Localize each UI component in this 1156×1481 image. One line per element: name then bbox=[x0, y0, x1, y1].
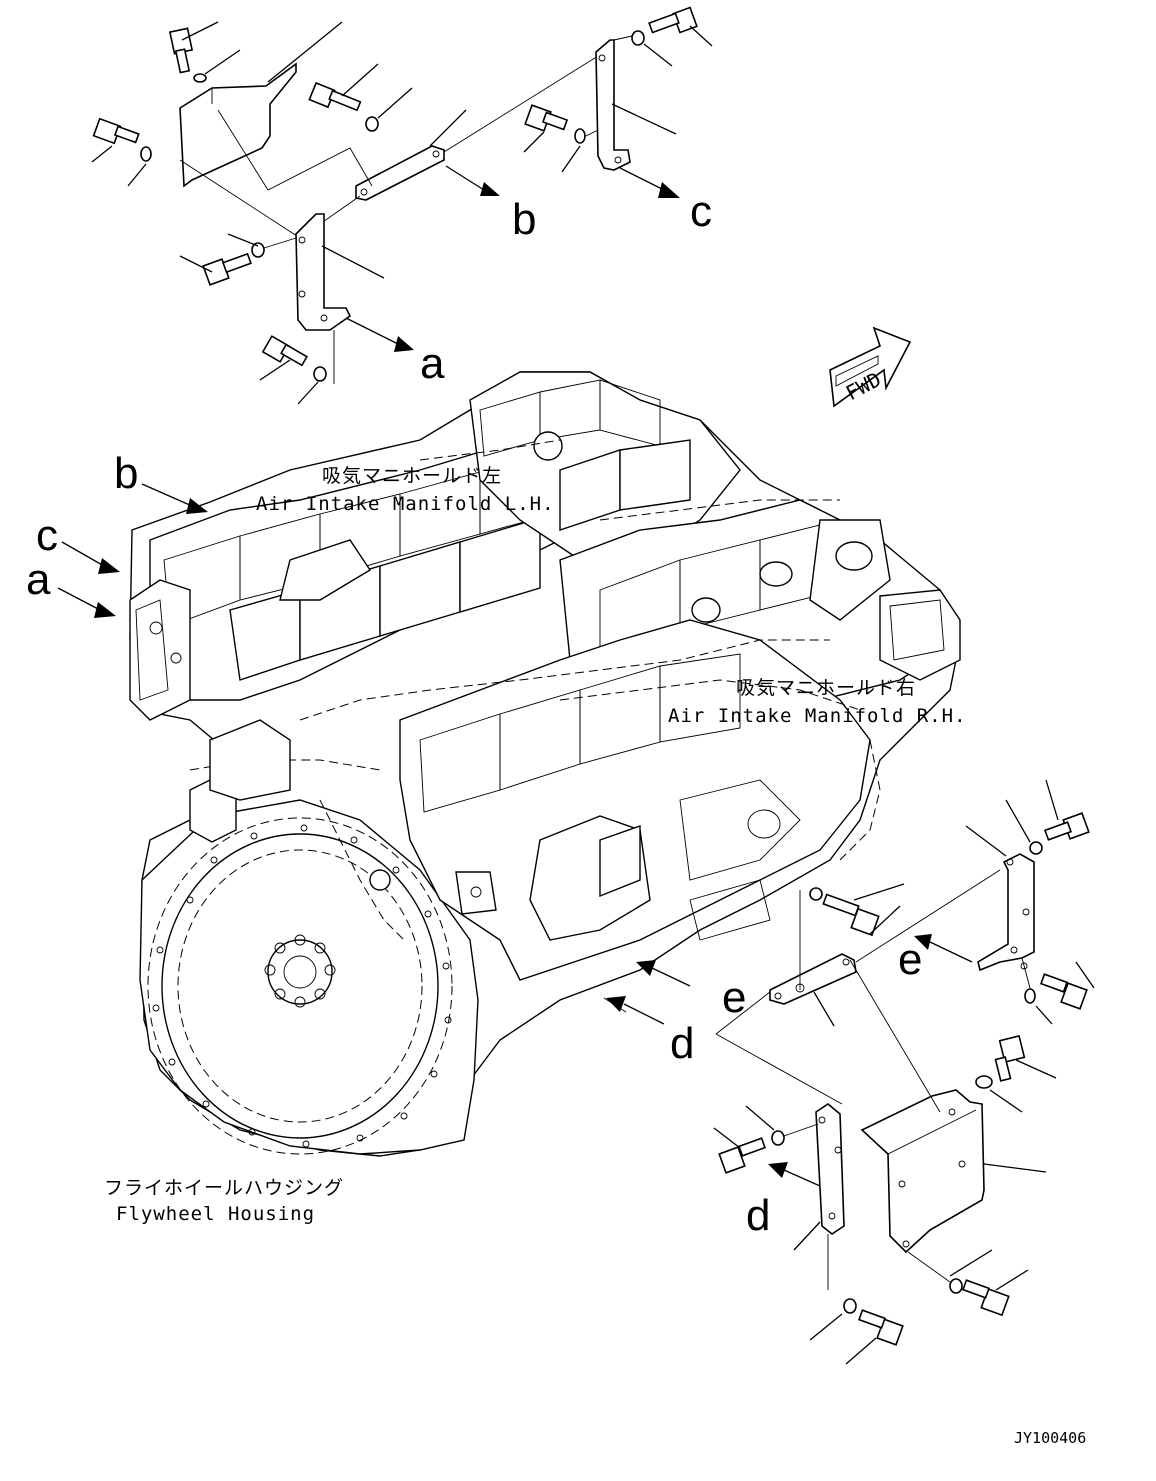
flywheel-label-jp: フライホイールハウジング bbox=[104, 1177, 344, 1199]
ref-label-a-left: a bbox=[26, 555, 51, 604]
bolt-icon bbox=[308, 81, 362, 112]
washer-icon bbox=[949, 1278, 963, 1294]
intake-rh-label-jp: 吸気マニホールド右 bbox=[736, 677, 916, 699]
lower-bracket-group: e e d bbox=[603, 779, 1095, 1365]
ref-label-c-left: c bbox=[36, 511, 58, 560]
washer-icon bbox=[574, 128, 586, 144]
bolt-icon bbox=[168, 27, 194, 74]
drawing-number: JY100406 bbox=[1014, 1429, 1086, 1447]
cover-plate-lower bbox=[860, 1089, 985, 1254]
ref-label-e-right: e bbox=[898, 935, 922, 984]
bolt-icon bbox=[718, 1137, 767, 1174]
ref-label-d: d bbox=[670, 1019, 694, 1068]
ref-label-a: a bbox=[420, 339, 445, 388]
bolt-icon bbox=[1043, 812, 1090, 841]
engine-assembly bbox=[129, 371, 961, 1157]
bolt-icon bbox=[994, 1034, 1026, 1082]
ref-label-b-left: b bbox=[114, 449, 138, 498]
washer-icon bbox=[365, 116, 379, 132]
bracket-e-rail bbox=[769, 953, 857, 1005]
fwd-direction-arrow: FWD bbox=[829, 326, 912, 408]
bracket-d bbox=[815, 1103, 845, 1235]
bolt-icon bbox=[1039, 973, 1088, 1010]
ref-label-e: e bbox=[722, 973, 746, 1022]
washer-icon bbox=[631, 30, 645, 46]
ref-label-d-lower: d bbox=[746, 1191, 770, 1240]
ref-label-b: b bbox=[512, 195, 536, 244]
washer-icon bbox=[1029, 841, 1043, 855]
bracket-b bbox=[355, 145, 445, 201]
washer-icon bbox=[193, 73, 207, 83]
washer-icon bbox=[809, 887, 823, 901]
washer-icon bbox=[1024, 988, 1036, 1004]
intake-lh-label-en: Air Intake Manifold L.H. bbox=[256, 493, 555, 515]
bolt-icon bbox=[648, 6, 698, 34]
washer-icon bbox=[975, 1075, 993, 1089]
bracket-a bbox=[295, 213, 352, 331]
washer-icon bbox=[313, 366, 327, 382]
bracket-e bbox=[977, 853, 1035, 972]
bolt-icon bbox=[92, 117, 140, 145]
flywheel-label-en: Flywheel Housing bbox=[116, 1203, 315, 1225]
upper-bracket-group: b a bbox=[91, 6, 713, 405]
washer-icon bbox=[771, 1130, 785, 1146]
washer-icon bbox=[843, 1298, 857, 1314]
cover-plate-upper bbox=[179, 62, 297, 188]
reference-arrows-left: b c a bbox=[26, 449, 208, 618]
bolt-icon bbox=[961, 1279, 1010, 1317]
intake-lh-label-jp: 吸気マニホールド左 bbox=[322, 465, 502, 487]
intake-rh-label-en: Air Intake Manifold R.H. bbox=[668, 705, 967, 727]
bolt-icon bbox=[822, 893, 880, 937]
bolt-icon bbox=[524, 104, 569, 132]
bolt-icon bbox=[261, 335, 308, 367]
washer-icon bbox=[251, 242, 265, 258]
bolt-icon bbox=[857, 1309, 904, 1346]
washer-icon bbox=[140, 146, 152, 162]
bolt-icon bbox=[202, 252, 252, 286]
ref-label-c: c bbox=[690, 187, 712, 236]
